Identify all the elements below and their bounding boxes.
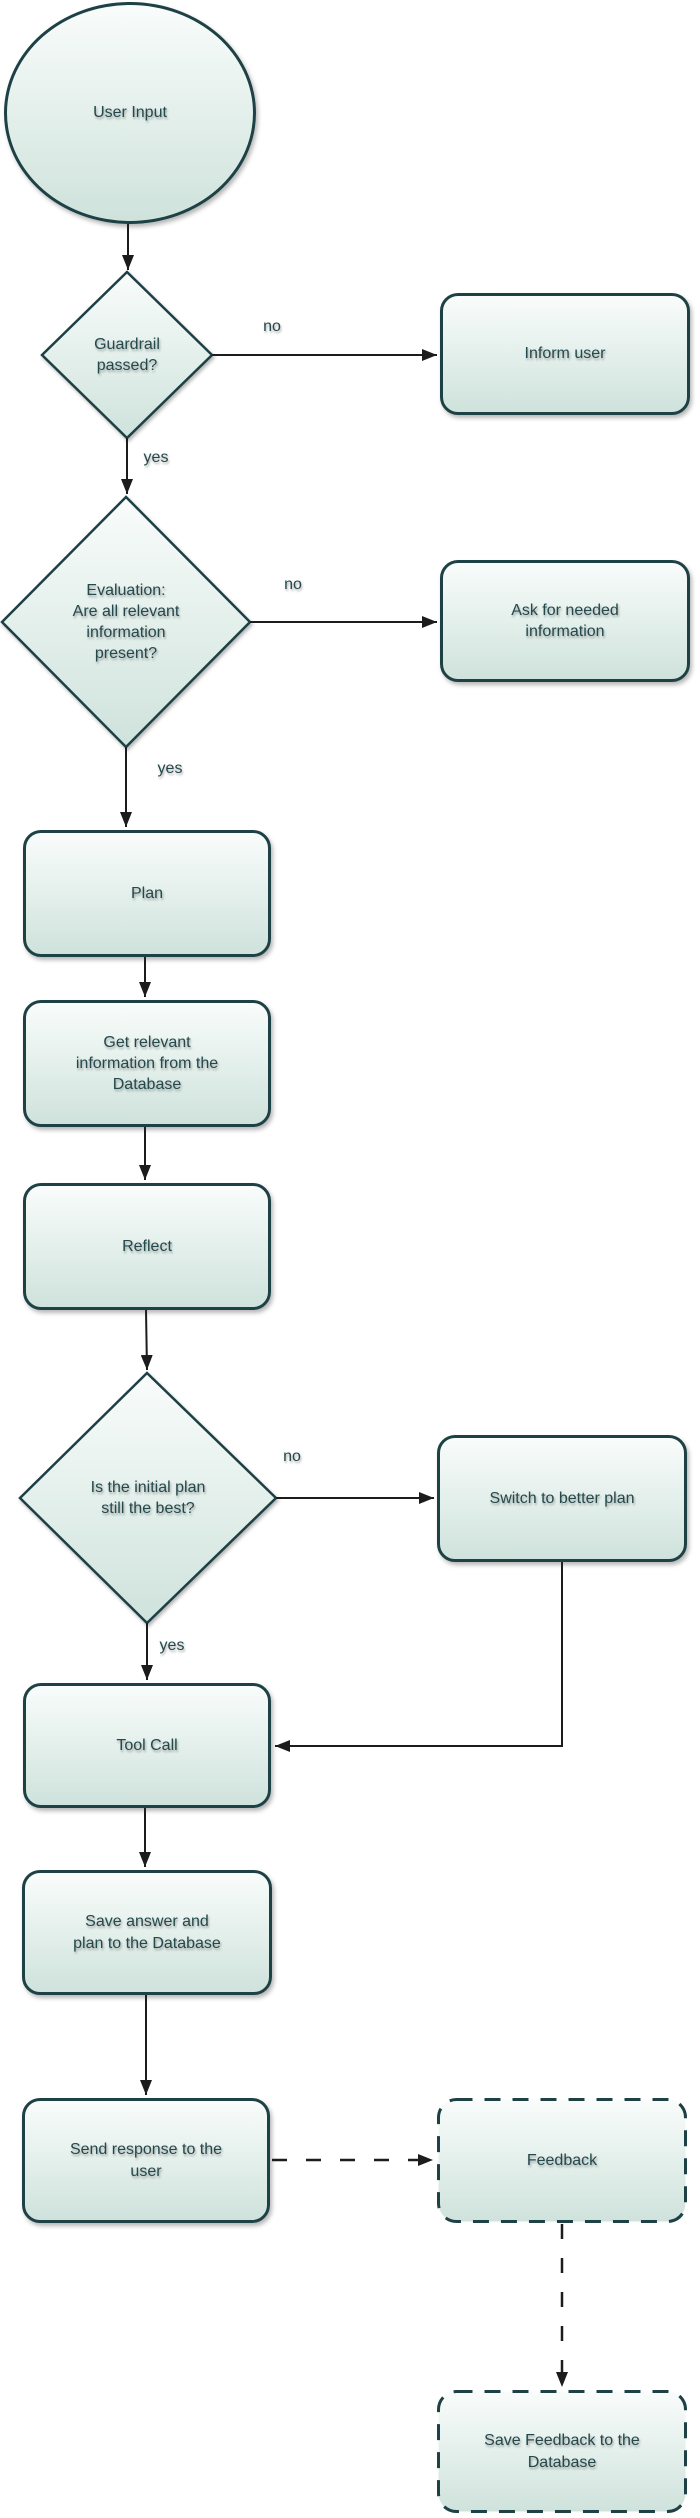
edge-label-initial-plan-yes: yes	[159, 1637, 185, 1654]
node-get-info-label: Get relevant information from the Databa…	[75, 1033, 219, 1094]
node-initial-plan-best-label: Is the initial plan still the best?	[90, 1478, 206, 1517]
node-guardrail-label: Guardrail passed?	[94, 335, 160, 374]
node-user-input: User Input	[4, 2, 256, 224]
node-tool-call: Tool Call	[23, 1683, 271, 1808]
node-switch-plan-label: Switch to better plan	[489, 1489, 635, 1507]
node-save-feedback-shape	[437, 2390, 687, 2513]
node-reflect-label: Reflect	[122, 1237, 172, 1255]
edge-label-evaluation-no: no	[284, 576, 302, 593]
node-plan-label: Plan	[130, 884, 164, 902]
node-get-info: Get relevant information from the Databa…	[23, 1000, 271, 1127]
node-inform-user: Inform user	[440, 293, 690, 415]
edge-switch-to-tool-call	[275, 1562, 563, 1752]
edge-label-evaluation-yes: yes	[157, 760, 183, 777]
node-save-answer-label: Save answer and plan to the Database	[73, 1913, 221, 1952]
edge-reflect-to-initial-plan	[140, 1309, 153, 1371]
edge-label-guardrail-no: no	[263, 318, 281, 335]
node-save-feedback-label: Save Feedback to the Database	[484, 2432, 640, 2471]
node-save-answer: Save answer and plan to the Database	[22, 1870, 272, 1995]
node-send-response: Send response to the user	[22, 2098, 270, 2223]
node-evaluation-label: Evaluation: Are all relevant information…	[72, 581, 180, 663]
node-ask-info-label: Ask for needed information	[511, 601, 619, 640]
edge-label-initial-plan-no: no	[283, 1448, 301, 1465]
node-plan: Plan	[23, 830, 271, 957]
node-ask-info: Ask for needed information	[440, 560, 690, 682]
node-user-input-label: User Input	[93, 104, 167, 122]
node-feedback-label: Feedback	[526, 2151, 598, 2169]
node-reflect: Reflect	[23, 1183, 271, 1310]
node-tool-call-label: Tool Call	[116, 1736, 178, 1754]
node-switch-plan: Switch to better plan	[437, 1435, 687, 1562]
node-feedback-shape	[437, 2098, 687, 2223]
edge-label-guardrail-yes: yes	[143, 449, 169, 466]
node-inform-user-label: Inform user	[524, 345, 606, 363]
node-send-response-label: Send response to the user	[69, 2141, 223, 2180]
